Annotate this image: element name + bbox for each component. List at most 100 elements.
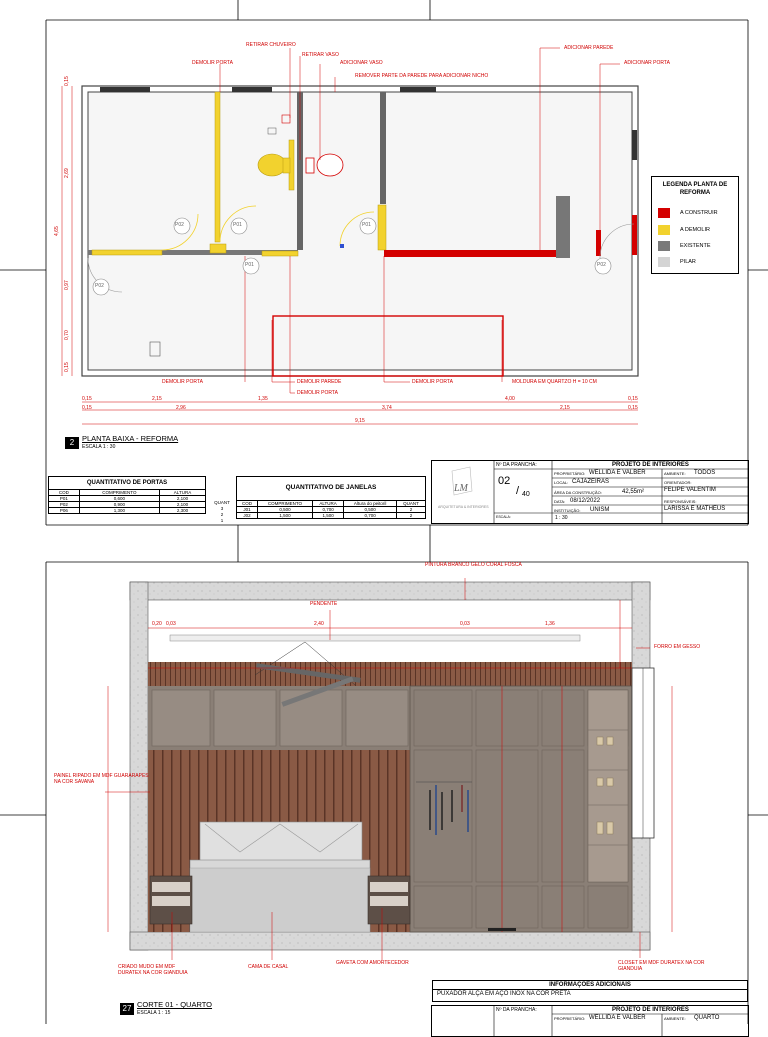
info-title: INFORMAÇÕES ADICIONAIS [433, 981, 747, 990]
ambiente-label: AMBIENTE: [664, 471, 686, 476]
data-value: 08/12/2022 [570, 498, 601, 504]
dim-top-3: 0,03 [460, 621, 470, 627]
sheet-2-frame [0, 540, 768, 1024]
dim-v-1: 2,69 [64, 168, 70, 178]
dim-total: 9,15 [355, 418, 365, 424]
callout-remover-parede: REMOVER PARTE DA PAREDE PARA ADICIONAR N… [355, 73, 489, 79]
callout-demolir-porta-b1: DEMOLIR PORTA [162, 379, 203, 385]
door-tag-p02-b: P02 [95, 283, 104, 289]
table-row: J02 1,500 1,500 0,700 2 [235, 512, 427, 519]
escala-value: 1 : 30 [555, 515, 568, 521]
logo-mark: LM [453, 483, 469, 494]
dim-r1-3: 4,00 [505, 396, 515, 402]
orientador-value: FELIPE VALENTIM [664, 487, 716, 493]
doors-table: QUANTITATIVO DE PORTAS COD COMPRIMENTO A… [48, 476, 206, 514]
section-elevation [105, 578, 673, 960]
dim-v-2: 4,65 [54, 226, 60, 236]
legend-label-demolir: A DEMOLIR [680, 227, 710, 233]
callout-moldura: MOLDURA EM QUARTZO H = 10 CM [512, 379, 597, 385]
local-label: LOCAL: [554, 480, 569, 485]
doors-col-quant: QUANT [214, 500, 230, 505]
callout-criado: CRIADO MUDO EM MDF DURATEX NA COR GIANDU… [118, 964, 188, 976]
doors-cell: 2 [220, 512, 224, 517]
title-block-1: LM ARQUITETURA & INTERIORES Nº DA PRANCH… [431, 460, 749, 524]
area-value: 42,55m² [622, 489, 645, 495]
callout-demolir-porta-b3: DEMOLIR PORTA [412, 379, 453, 385]
door-tag-p02-c: P02 [597, 262, 606, 268]
title-block-1-grid: LM [451, 461, 748, 523]
dim-v-5: 0,15 [64, 362, 70, 372]
dim-r2-3: 2,15 [560, 405, 570, 411]
sheet-1: P02 P01 P01 P01 P02 P02 RETIRAR CHUVEIRO… [0, 0, 768, 540]
callout-adicionar-porta: ADICIONAR PORTA [624, 60, 670, 66]
dim-r2-1: 2,96 [176, 405, 186, 411]
callout-retirar-chuveiro: RETIRAR CHUVEIRO [246, 42, 296, 48]
drawing-number-badge-2: 27 [120, 1003, 134, 1015]
local-value: CAJAZEIRAS [572, 479, 610, 485]
legend-label-construir: A CONSTRUIR [680, 210, 718, 216]
callout-retirar-vaso: RETIRAR VASO [302, 52, 339, 58]
drawing-scale-2: ESCALA 1 : 15 [137, 1010, 171, 1016]
doors-cell: 1 [220, 518, 224, 523]
proprietario-value: WELLIDA E VALBER [589, 470, 646, 476]
proprietario-label-2: PROPRIETÁRIO: [554, 1016, 586, 1021]
dim-top-4: 1,36 [545, 621, 555, 627]
sheet-1-frame [0, 0, 768, 540]
dim-r2-4: 0,15 [628, 405, 638, 411]
responsaveis-value: LARISSA E MATHEUS [664, 506, 726, 512]
ambiente-value-2: QUARTO [694, 1015, 720, 1021]
windows-cell: 2 [395, 512, 427, 519]
title-block-2: Nº DA PRANCHA: PROJETO DE INTERIORES PRO… [431, 1005, 749, 1037]
windows-cell: J02 [235, 512, 259, 519]
data-label: DATA: [554, 499, 566, 504]
dim-top-1: 0,03 [166, 621, 176, 627]
doors-cell: P06 [48, 507, 80, 514]
legend-swatch-existente [658, 241, 670, 251]
proprietario-value-2: WELLIDA E VALBER [589, 1015, 646, 1021]
callout-closet: CLOSET EM MDF DURATEX NA COR GIANDUIA [618, 960, 705, 972]
prancha-total: 40 [522, 491, 530, 498]
windows-cell: 0,700 [343, 512, 397, 519]
door-tag-p01-a: P01 [233, 222, 242, 228]
dim-r2-2: 3,74 [382, 405, 392, 411]
sheet-2: PINTURA BRANCO GELO CORAL FOSCA PENDENTE… [0, 540, 768, 1037]
callout-adicionar-parede: ADICIONAR PAREDE [564, 45, 614, 51]
responsaveis-label: RESPONSÁVEIS: [664, 499, 697, 504]
door-tag-p01-b: P01 [245, 262, 254, 268]
drawing-number-badge: 2 [65, 437, 79, 449]
doors-table-title: QUANTITATIVO DE PORTAS [48, 476, 206, 489]
dim-top-0: 0,20 [152, 621, 162, 627]
dim-r1-4: 0,15 [628, 396, 638, 402]
ambiente-value: TODOS [694, 470, 716, 476]
projeto-title-2: PROJETO DE INTERIORES [612, 1007, 689, 1013]
callout-cama: CAMA DE CASAL [248, 964, 289, 970]
callout-adicionar-vaso: ADICIONAR VASO [340, 60, 383, 66]
doors-cell: 3 [220, 506, 224, 511]
ambiente-label-2: AMBIENTE: [664, 1016, 686, 1021]
legend-label-existente: EXISTENTE [680, 243, 711, 249]
orientador-label: ORIENTADOR: [664, 480, 692, 485]
dim-v-0: 0,15 [64, 76, 70, 86]
info-text: PUXADOR ALÇA EM AÇO INOX NA COR PRETA [437, 991, 571, 997]
callout-forro: FORRO EM GESSO [654, 644, 701, 650]
prancha-label: Nº DA PRANCHA: [496, 462, 537, 468]
drawing-title: PLANTA BAIXA - REFORMA [82, 434, 179, 443]
callout-pintura: PINTURA BRANCO GELO CORAL FOSCA [425, 562, 522, 568]
floor-plan [61, 47, 639, 425]
callout-demolir-parede: DEMOLIR PAREDE [297, 379, 342, 385]
dim-v-3: 0,97 [64, 280, 70, 290]
door-tag-p01-c: P01 [362, 222, 371, 228]
legend-swatch-pilar [658, 257, 670, 267]
doors-quant-column: QUANT 3 2 1 [208, 500, 236, 524]
legend-label-pilar: PILAR [680, 259, 696, 265]
door-tag-p02-a: P02 [175, 222, 184, 228]
prancha-number: 02 [498, 475, 511, 487]
doors-cell: 2,300 [159, 507, 206, 514]
dim-v-4: 0,70 [64, 330, 70, 340]
escala-label: ESCALA: [496, 515, 511, 519]
callout-painel: PAINEL RIPADO EM MDF GUARARAPES NA COR S… [54, 773, 149, 785]
legend-swatch-construir [658, 208, 670, 218]
callout-demolir-porta-top: DEMOLIR PORTA [192, 60, 233, 66]
callout-pendente: PENDENTE [310, 601, 338, 607]
drawing-scale: ESCALA 1 : 30 [82, 444, 116, 450]
